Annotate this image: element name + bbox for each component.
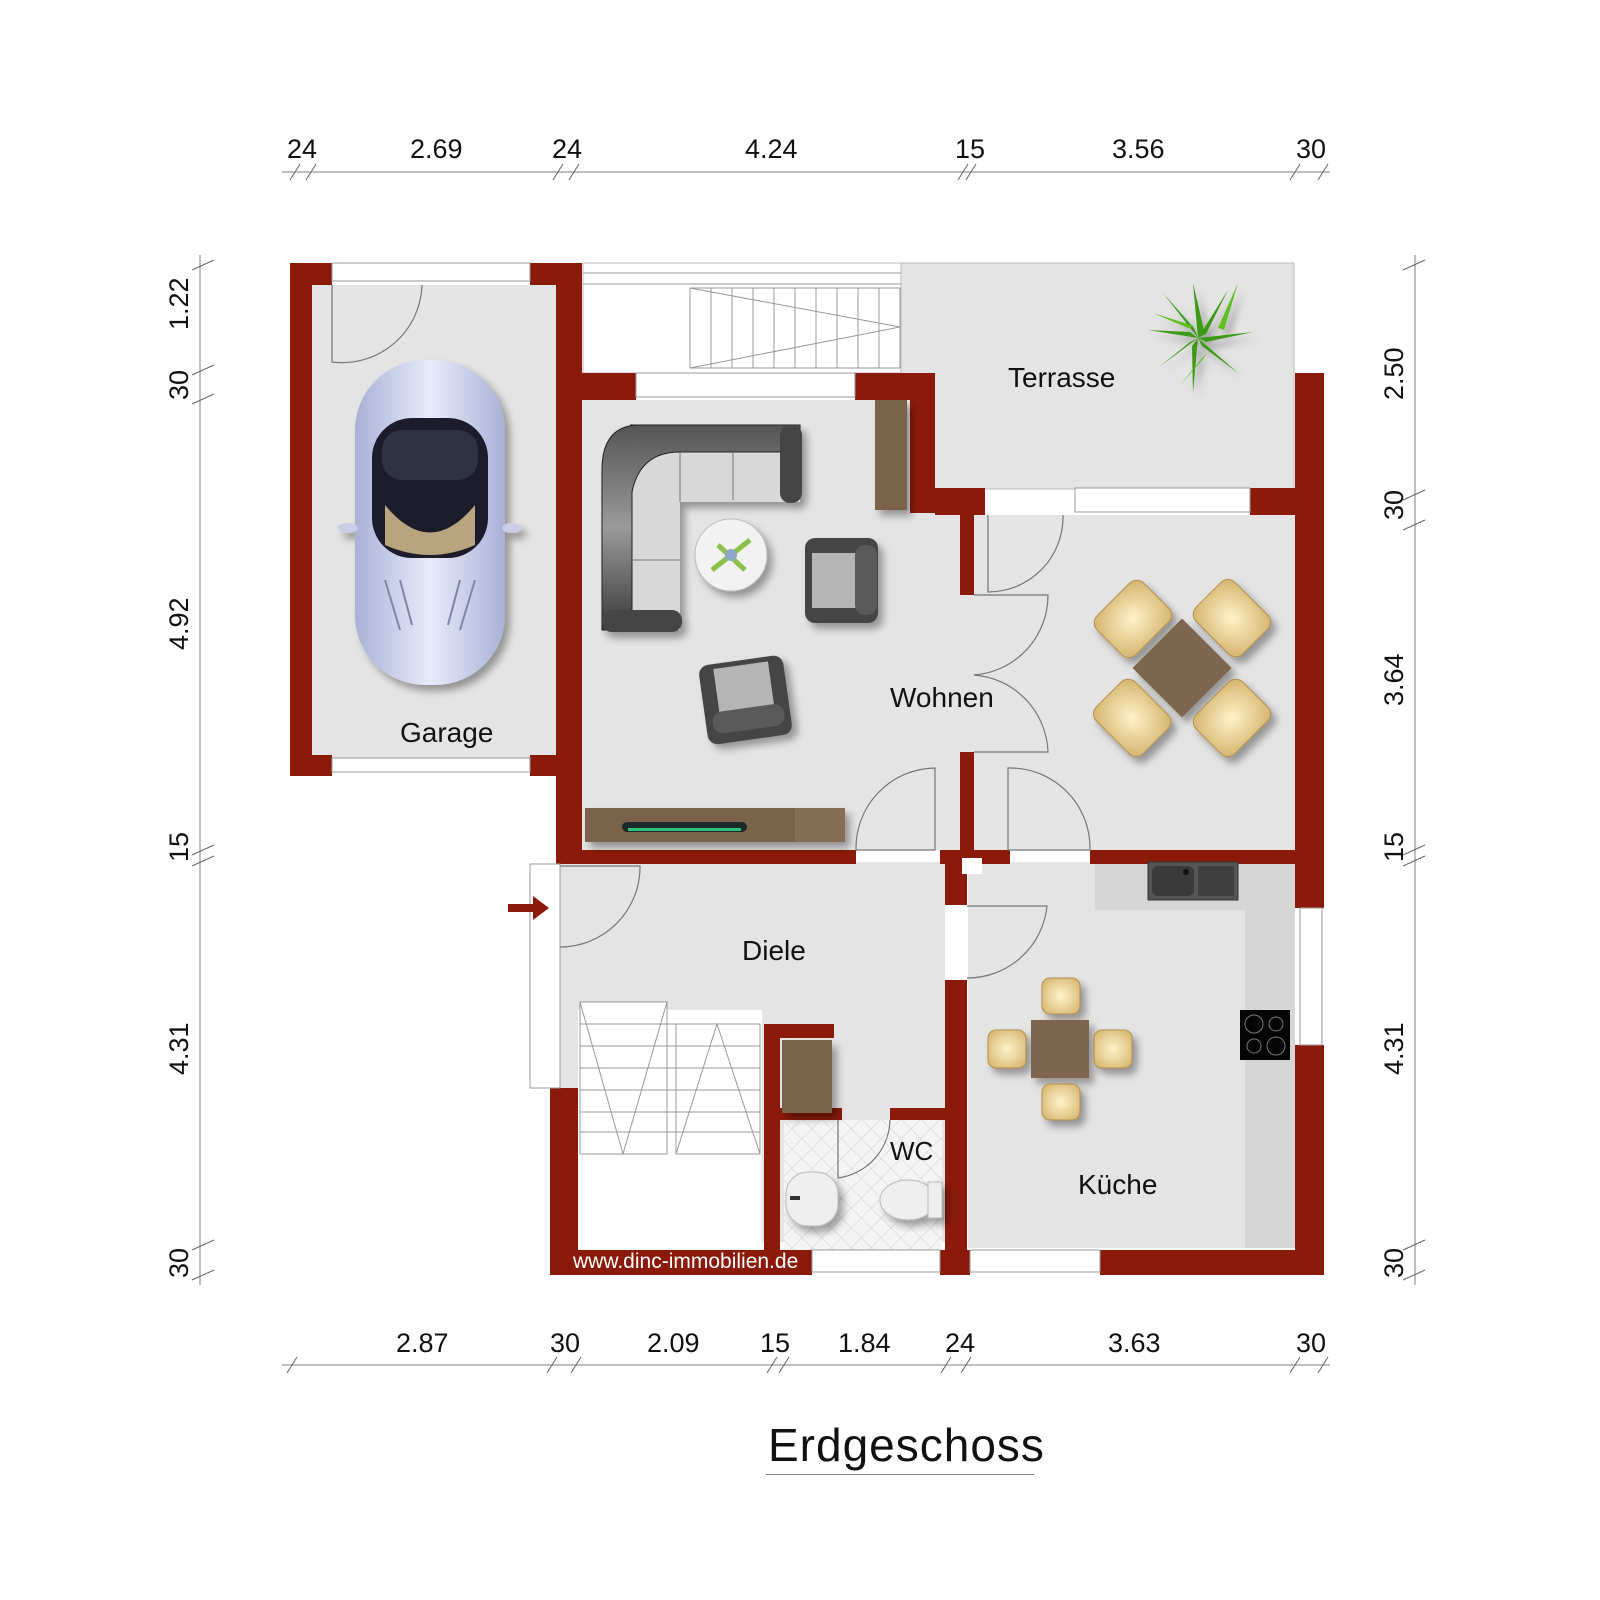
dim-top-5: 3.56 <box>1112 134 1165 164</box>
dim-top-3: 4.24 <box>745 134 798 164</box>
dim-top-1: 2.69 <box>410 134 463 164</box>
dim-top-2: 24 <box>552 134 582 164</box>
corner-sofa-icon <box>601 424 802 632</box>
dim-right-2: 3.64 <box>1379 653 1409 706</box>
dimension-top: 24 2.69 24 4.24 15 3.56 30 <box>282 134 1330 181</box>
walls <box>290 263 1324 1275</box>
room-label-garage: Garage <box>400 717 493 748</box>
dim-bottom-6: 3.63 <box>1108 1328 1161 1358</box>
dining-table-icon <box>987 977 1133 1121</box>
title-underline <box>766 1474 1034 1475</box>
armchair-icon <box>805 538 878 623</box>
dim-right-3: 15 <box>1379 832 1409 862</box>
coffee-table-icon <box>694 518 768 592</box>
dim-bottom-2: 2.09 <box>647 1328 700 1358</box>
terrasse-floor <box>900 262 1295 490</box>
entrance-arrow-icon <box>508 896 549 920</box>
doors <box>331 284 1091 1179</box>
dim-top-6: 30 <box>1296 134 1326 164</box>
dim-left-1: 30 <box>164 370 194 400</box>
car-icon <box>338 360 522 685</box>
floor-title: Erdgeschoss <box>768 1419 1045 1471</box>
dining-table-icon <box>1093 579 1271 757</box>
dim-left-4: 4.31 <box>164 1022 194 1075</box>
dim-bottom-0: 2.87 <box>396 1328 449 1358</box>
dim-right-4: 4.31 <box>1379 1022 1409 1075</box>
cabinet-icon <box>782 1040 832 1113</box>
dim-bottom-3: 15 <box>760 1328 790 1358</box>
dim-right-0: 2.50 <box>1379 347 1409 400</box>
room-label-wc: WC <box>890 1136 933 1166</box>
cabinet-icon <box>875 400 907 510</box>
room-label-terrasse: Terrasse <box>1008 362 1115 393</box>
dim-left-3: 15 <box>164 832 194 862</box>
dim-bottom-4: 1.84 <box>838 1328 891 1358</box>
dim-left-0: 1.22 <box>164 277 194 330</box>
staircase-icon <box>579 272 901 1156</box>
armchair-icon <box>699 655 792 745</box>
dim-top-4: 15 <box>955 134 985 164</box>
room-label-diele: Diele <box>742 935 806 966</box>
plant-icon <box>1148 283 1253 393</box>
dim-left-5: 30 <box>164 1248 194 1278</box>
kitchen-sink-icon <box>1147 861 1239 901</box>
dim-right-5: 30 <box>1379 1248 1409 1278</box>
dimension-right: 2.50 30 3.64 15 4.31 30 <box>1379 255 1426 1285</box>
dim-bottom-7: 30 <box>1296 1328 1326 1358</box>
room-label-wohnen: Wohnen <box>890 682 994 713</box>
dim-top-0: 24 <box>287 134 317 164</box>
dim-right-1: 30 <box>1379 490 1409 520</box>
dimension-left: 1.22 30 4.92 15 4.31 30 <box>164 255 215 1285</box>
tv-sideboard-icon <box>585 808 845 842</box>
toilet-icon <box>879 1179 943 1221</box>
dim-left-2: 4.92 <box>164 597 194 650</box>
dimension-bottom: 2.87 30 2.09 15 1.84 24 3.63 30 <box>282 1328 1330 1374</box>
room-label-kueche: Küche <box>1078 1169 1157 1200</box>
windows <box>331 262 1323 1273</box>
dim-bottom-5: 24 <box>945 1328 975 1358</box>
watermark: www.dinc-immobilien.de <box>572 1250 798 1273</box>
dim-bottom-1: 30 <box>550 1328 580 1358</box>
sink-icon <box>785 1171 839 1227</box>
cooktop-icon <box>1240 1010 1290 1060</box>
shaft <box>962 858 982 874</box>
